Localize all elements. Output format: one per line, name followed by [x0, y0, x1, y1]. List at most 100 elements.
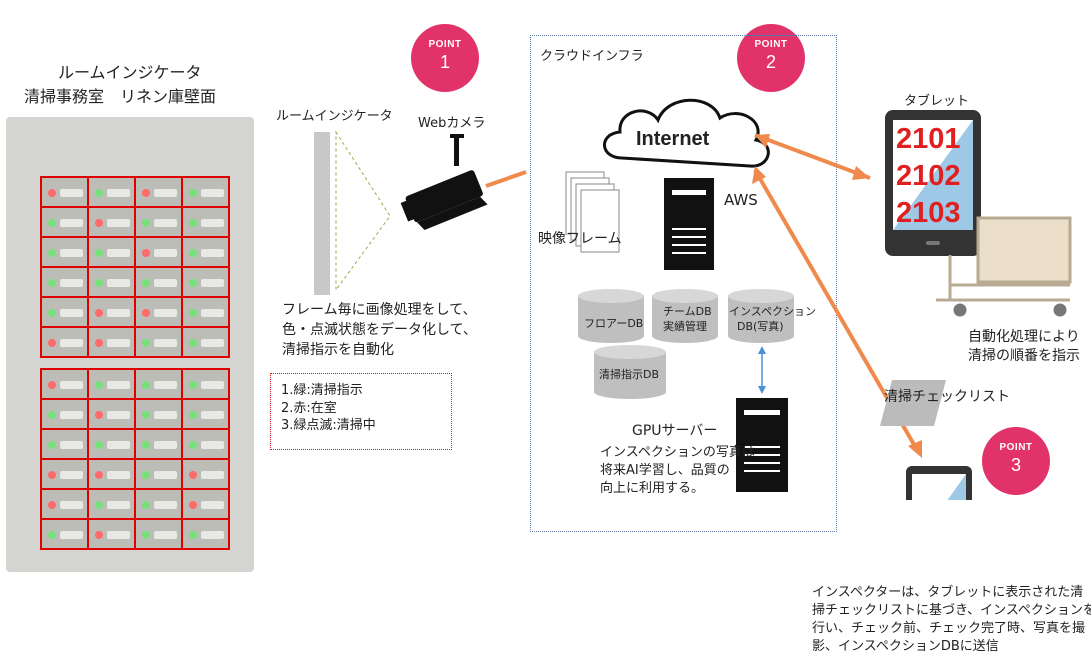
indicator-cell	[135, 237, 182, 267]
room-indicator-photo	[6, 117, 254, 572]
indicator-cell	[88, 237, 135, 267]
indicator-cell	[182, 207, 229, 237]
indicator-switch	[107, 309, 130, 317]
indicator-switch	[60, 501, 83, 509]
indicator-switch	[154, 501, 177, 509]
indicator-switch	[154, 471, 177, 479]
internet-label: Internet	[636, 128, 710, 150]
gpu-note-line1: インスペクションの写真は	[600, 445, 755, 460]
cleaning-cart-icon	[936, 216, 1072, 317]
indicator-cell	[41, 459, 88, 489]
field-of-view	[335, 130, 391, 292]
indicator-cell	[135, 177, 182, 207]
legend-item-green: 1.緑:清掃指示	[281, 383, 363, 398]
camera-description-line3: 清掃指示を自動化	[282, 342, 394, 358]
status-led	[189, 249, 197, 257]
floor-db-label: フロアーDB	[584, 317, 644, 330]
indicator-switch	[60, 189, 83, 197]
status-led	[95, 279, 103, 287]
status-led	[142, 471, 150, 479]
indicator-switch	[107, 219, 130, 227]
indicator-cell	[135, 297, 182, 327]
indicator-cell	[88, 177, 135, 207]
indicator-cell	[41, 177, 88, 207]
indicator-cell	[88, 489, 135, 519]
indicator-switch	[154, 441, 177, 449]
indicator-switch	[60, 471, 83, 479]
status-led	[189, 441, 197, 449]
indicator-switch	[201, 189, 224, 197]
aws-label: AWS	[724, 191, 758, 209]
indicator-switch	[60, 441, 83, 449]
status-led	[142, 381, 150, 389]
indicator-switch	[107, 501, 130, 509]
indicator-cell	[135, 267, 182, 297]
indicator-switch	[60, 339, 83, 347]
panel-title-line1: ルームインジケータ	[58, 63, 202, 82]
tablet-note-line1: 自動化処理により	[968, 329, 1080, 345]
indicator-switch	[60, 279, 83, 287]
indicator-cell	[182, 399, 229, 429]
indicator-cell	[41, 489, 88, 519]
status-led	[48, 339, 56, 347]
indicator-cell	[88, 327, 135, 357]
tablet-room-1: 2101	[896, 123, 961, 155]
video-frames-label: 映像フレーム	[538, 231, 622, 247]
indicator-switch	[154, 309, 177, 317]
indicator-cell	[182, 267, 229, 297]
status-led	[189, 189, 197, 197]
indicator-cell	[135, 369, 182, 399]
status-led	[95, 411, 103, 419]
indicator-cell	[41, 369, 88, 399]
indicator-cell	[135, 489, 182, 519]
indicator-switch	[107, 339, 130, 347]
cloud-diagram	[565, 98, 1072, 500]
status-led	[95, 219, 103, 227]
indicator-switch	[154, 381, 177, 389]
indicator-switch	[201, 339, 224, 347]
indicator-switch	[154, 531, 177, 539]
indicator-cell	[41, 297, 88, 327]
indicator-cell	[182, 519, 229, 549]
indicator-switch	[154, 249, 177, 257]
status-led	[48, 189, 56, 197]
indicator-cell	[135, 207, 182, 237]
indicator-cell	[135, 327, 182, 357]
status-led	[142, 189, 150, 197]
camera-description-line1: フレーム毎に画像処理をして、	[282, 302, 477, 318]
indicator-cell	[182, 177, 229, 207]
status-led	[189, 279, 197, 287]
gpu-note-line3: 向上に利用する。	[600, 481, 705, 496]
indicator-switch	[60, 309, 83, 317]
status-led	[189, 471, 197, 479]
status-led	[95, 189, 103, 197]
status-led	[48, 471, 56, 479]
status-led	[48, 501, 56, 509]
status-led	[48, 279, 56, 287]
cloud-title: クラウドインフラ	[540, 49, 644, 64]
indicator-switch	[201, 531, 224, 539]
indicator-cell	[41, 519, 88, 549]
indicator-switch	[201, 279, 224, 287]
camera-description-line2: 色・点滅状態をデータ化して、	[282, 322, 477, 338]
indicator-switch	[107, 471, 130, 479]
status-led	[48, 381, 56, 389]
status-led	[142, 309, 150, 317]
indicator-switch	[107, 441, 130, 449]
status-led	[142, 249, 150, 257]
status-led	[48, 219, 56, 227]
inspection-db-icon	[728, 289, 794, 343]
status-led	[142, 219, 150, 227]
indicator-cell	[88, 207, 135, 237]
status-led	[142, 411, 150, 419]
indicator-cell	[88, 399, 135, 429]
inspection-tablet-icon	[906, 466, 972, 500]
indicator-cell	[182, 489, 229, 519]
cloud-infra-box	[530, 35, 837, 532]
indicator-switch	[154, 411, 177, 419]
indicator-switch	[201, 411, 224, 419]
indicator-switch	[107, 189, 130, 197]
indicator-cell	[135, 459, 182, 489]
indicator-switch	[201, 471, 224, 479]
